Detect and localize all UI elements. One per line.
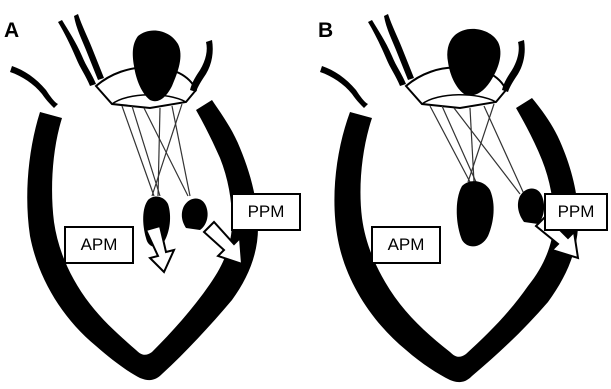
chordae-a <box>122 104 190 196</box>
panel-b <box>320 14 578 382</box>
apm-label-b: APM <box>371 226 441 264</box>
chordae-b <box>430 104 524 194</box>
vessel-left-hook-a <box>10 66 58 108</box>
apm-label-a: APM <box>64 226 134 264</box>
displacement-arrow-apm-a <box>146 226 174 272</box>
ppm-muscle-b <box>518 189 544 225</box>
ppm-muscle-a <box>182 199 208 231</box>
aortic-root-b <box>447 29 500 96</box>
ppm-label-b: PPM <box>544 193 608 231</box>
aortic-root-a <box>133 30 181 101</box>
vessel-right-b <box>502 40 525 92</box>
panel-a <box>10 14 258 380</box>
apm-muscle-b <box>457 181 494 246</box>
panel-label-b: B <box>318 20 333 41</box>
ppm-label-a: PPM <box>231 193 301 231</box>
vessel-left-hook-b <box>320 66 368 108</box>
panel-label-a: A <box>4 20 19 41</box>
